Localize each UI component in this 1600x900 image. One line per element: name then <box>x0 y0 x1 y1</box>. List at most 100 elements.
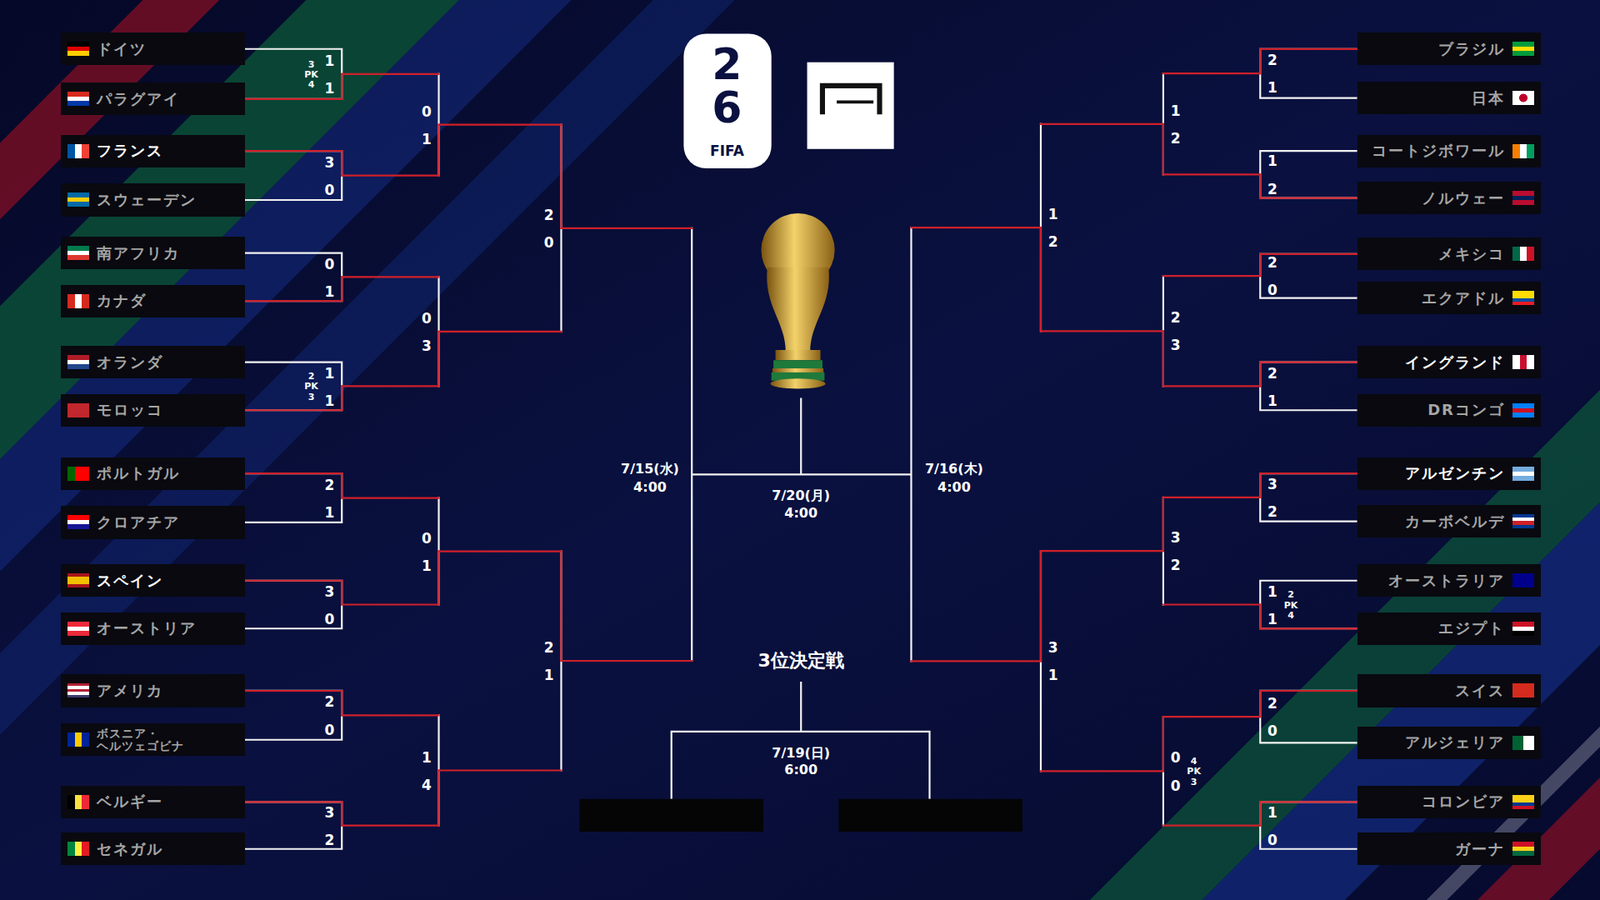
team-name: エジプト <box>1438 618 1505 639</box>
score: 1 <box>1267 392 1278 410</box>
bracket-line <box>245 300 342 302</box>
team-name: オーストリア <box>96 618 197 639</box>
flag-icon <box>67 621 90 636</box>
bracket-line <box>910 227 912 661</box>
score: 2 <box>544 206 555 224</box>
bracket-line <box>1163 825 1260 827</box>
team-name: ブラジル <box>1438 39 1505 60</box>
match-date: 7/20(月) <box>771 487 830 505</box>
penalty-score: 4 <box>308 79 315 90</box>
bracket-connector <box>1260 580 1357 630</box>
team-name: スイス <box>1455 680 1505 701</box>
score: 2 <box>325 831 335 849</box>
team-box: オーストラリア <box>1357 564 1541 597</box>
bracket-line <box>560 660 692 662</box>
trophy <box>775 350 821 360</box>
team-box: セネガル <box>60 832 245 865</box>
bracket-line <box>1162 124 1165 175</box>
bracket-line <box>910 226 1041 229</box>
score: 1 <box>1267 152 1278 170</box>
team-name: コロンビア <box>1421 791 1505 812</box>
flag-icon <box>67 732 90 747</box>
penalty-mark: PK <box>304 68 319 80</box>
flag-icon <box>67 355 90 370</box>
team-name: パラグアイ <box>96 89 180 110</box>
penalty-score: 2 <box>1287 589 1295 600</box>
score: 2 <box>1267 51 1278 69</box>
flag-icon <box>67 466 90 481</box>
bracket-line <box>1163 72 1260 75</box>
bracket-line <box>439 124 562 126</box>
bracket-line <box>1162 716 1165 771</box>
match-time: 4:00 <box>784 504 818 520</box>
bracket-line <box>245 800 342 803</box>
team-name: アメリカ <box>96 680 164 701</box>
trophy <box>766 267 830 353</box>
team-name: アルゼンチン <box>1405 463 1505 484</box>
flag-icon <box>1512 795 1535 810</box>
bracket-line <box>690 228 693 661</box>
bracket-line <box>245 98 342 100</box>
score: 1 <box>325 52 335 70</box>
team-name: カーボベルデ <box>1405 511 1505 532</box>
bracket-line <box>340 690 343 715</box>
penalty-score: 2 <box>308 370 315 382</box>
bracket-line <box>1259 362 1261 387</box>
bracket-connector <box>1260 690 1357 743</box>
team-box: フランス <box>60 135 245 168</box>
team-box: エジプト <box>1357 612 1541 645</box>
bracket-line <box>1040 227 1042 331</box>
flag-icon <box>67 515 90 530</box>
bracket-line <box>437 331 440 387</box>
team-box: イングランド <box>1357 345 1541 379</box>
bracket-line <box>560 125 562 229</box>
score: 0 <box>1267 722 1278 740</box>
team-box: カナダ <box>60 285 245 318</box>
bracket-line <box>437 770 440 825</box>
score: 3 <box>325 804 335 821</box>
bracket-line <box>437 551 440 605</box>
flag-icon <box>67 192 90 207</box>
bracket-connector <box>1260 150 1357 198</box>
flag-icon <box>67 683 90 698</box>
trophy <box>773 360 823 369</box>
bracket-connector <box>245 473 342 523</box>
score: 0 <box>1267 831 1278 849</box>
score: 0 <box>1267 281 1278 299</box>
bracket-line <box>1040 770 1164 772</box>
logo-number: 26 <box>705 42 749 130</box>
bracket-line <box>1040 330 1164 332</box>
score: 0 <box>421 530 432 547</box>
bracket-line <box>341 275 439 278</box>
bracket-line <box>1040 123 1164 125</box>
bracket-line <box>437 125 440 176</box>
score: 3 <box>1170 336 1181 354</box>
flag-icon <box>1512 683 1535 698</box>
stripe <box>0 0 735 735</box>
bracket-line <box>341 73 439 75</box>
bracket-line <box>1040 550 1042 661</box>
score: 2 <box>1170 556 1181 574</box>
penalty-score: 4 <box>1190 755 1198 767</box>
team-box: スウェーデン <box>60 183 245 216</box>
logo-text: FIFA <box>710 142 745 160</box>
goal-icon <box>836 100 874 105</box>
flag-icon <box>67 41 90 56</box>
flag-icon <box>1512 735 1535 750</box>
goal-logo <box>807 62 895 150</box>
section-title: 3位決定戦 <box>758 648 845 674</box>
bracket-line <box>340 385 343 410</box>
flag-icon <box>1512 144 1535 159</box>
match-time: 4:00 <box>633 479 667 495</box>
team-name: ドイツ <box>96 39 147 60</box>
score: 1 <box>1267 610 1278 628</box>
bracket-connector <box>1260 801 1357 849</box>
stripe <box>0 0 572 572</box>
bracket-line <box>341 385 439 387</box>
trophy <box>772 368 824 373</box>
team-box: クロアチア <box>60 505 245 539</box>
score: 2 <box>1267 503 1278 520</box>
flag-icon <box>67 91 90 106</box>
team-name: フランス <box>96 140 164 161</box>
score: 1 <box>544 666 555 684</box>
